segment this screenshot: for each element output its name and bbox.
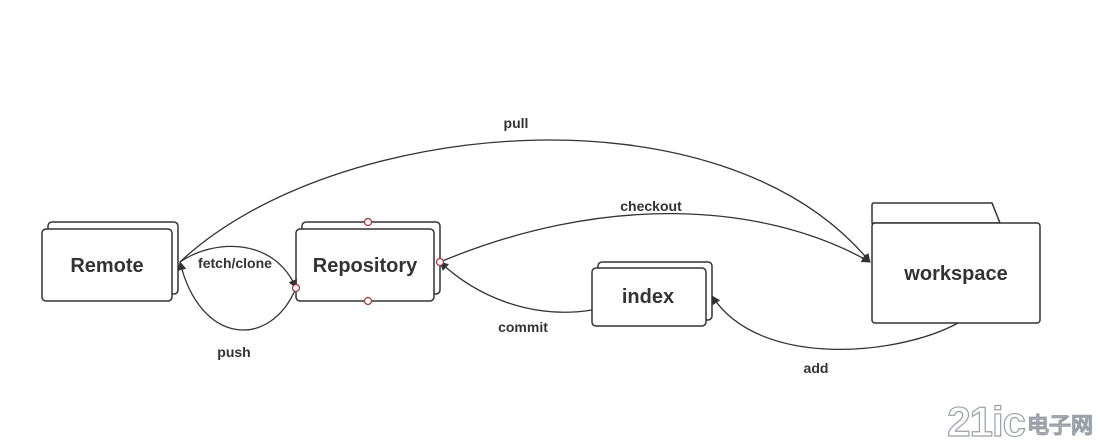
add-label: add xyxy=(804,360,829,376)
index-label: index xyxy=(622,286,674,308)
push-arrow xyxy=(177,261,297,331)
folder-tab-icon xyxy=(871,202,1002,224)
add-arrow xyxy=(711,295,959,350)
commit-label: commit xyxy=(498,319,548,335)
repository-port-right xyxy=(435,257,445,267)
push-label: push xyxy=(217,344,250,360)
pull-arrow xyxy=(179,139,871,263)
repository-port-top xyxy=(363,217,373,227)
watermark-number: 21ic xyxy=(947,398,1027,445)
remote-node[interactable]: Remote xyxy=(41,221,179,302)
repository-port-left xyxy=(291,283,301,293)
commit-arrow xyxy=(439,261,593,313)
watermark-text: 电子网 xyxy=(1026,414,1094,440)
fetch-clone-label: fetch/clone xyxy=(198,255,272,271)
index-node[interactable]: index xyxy=(591,261,713,327)
site-watermark: 21ic 电子网 xyxy=(947,398,1094,445)
repository-port-bottom xyxy=(363,296,373,306)
fetch-clone-arrow xyxy=(179,245,298,289)
workspace-node[interactable]: workspace xyxy=(871,202,1041,324)
remote-label: Remote xyxy=(70,255,143,277)
repository-label: Repository xyxy=(313,255,418,277)
repository-node[interactable]: Repository xyxy=(295,221,441,302)
checkout-arrow xyxy=(439,212,871,263)
pull-label: pull xyxy=(504,115,529,131)
workspace-label: workspace xyxy=(903,263,1007,285)
checkout-label: checkout xyxy=(620,198,682,214)
